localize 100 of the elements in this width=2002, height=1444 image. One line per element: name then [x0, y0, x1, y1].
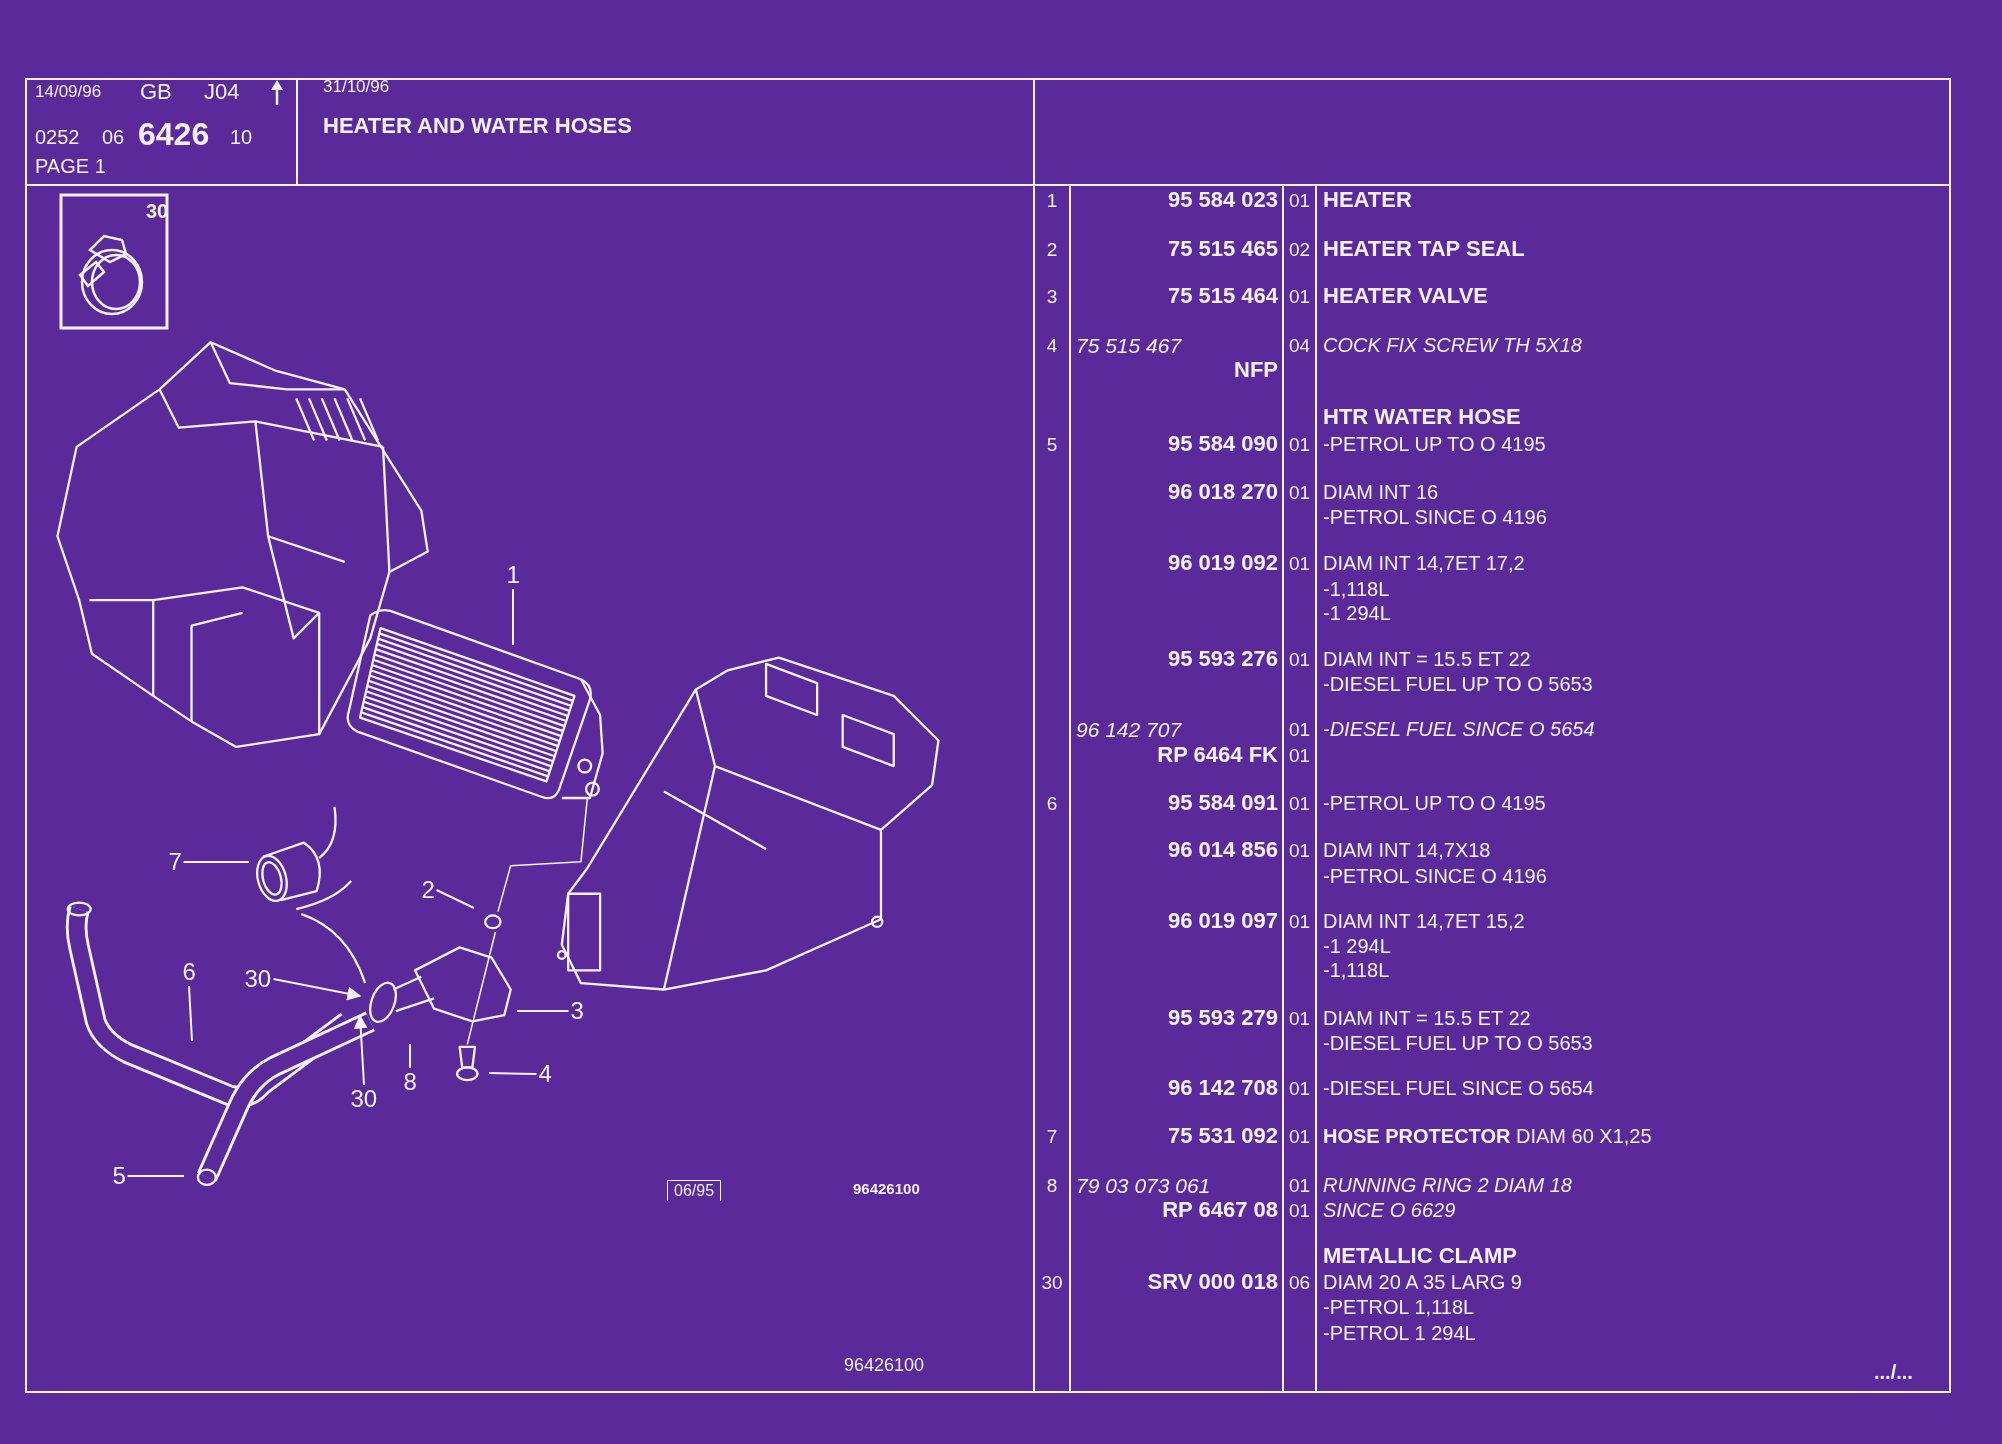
leader-line — [488, 1072, 538, 1075]
leader-line — [272, 978, 362, 1001]
part-number: 75 515 467 — [1076, 334, 1183, 356]
leader-line — [353, 1014, 368, 1086]
leader-line — [409, 1043, 411, 1069]
callout-number: 5 — [112, 1164, 126, 1188]
item-number: 8 — [1045, 1175, 1059, 1195]
part-description: -PETROL UP TO O 4195 — [1323, 434, 1547, 454]
part-description: -1,118L — [1323, 579, 1391, 599]
quantity: 01 — [1287, 434, 1312, 454]
quantity: 01 — [1287, 911, 1312, 931]
callout-number: 7 — [168, 850, 182, 874]
part-description: DIAM INT = 15.5 ET 22 — [1323, 1008, 1532, 1028]
page-title: HEATER AND WATER HOSES — [323, 115, 632, 137]
callout-number: 6 — [182, 960, 196, 984]
item-number: 30 — [1040, 1272, 1064, 1292]
callout-number: 30 — [244, 967, 272, 991]
part-number: 96 018 270 — [1166, 481, 1278, 503]
catalogue-code: 06 — [102, 127, 125, 147]
item-number: 2 — [1045, 239, 1059, 259]
catalogue-code: 0252 — [35, 127, 80, 147]
callout-number: 4 — [538, 1062, 552, 1086]
quantity: 01 — [1287, 1200, 1312, 1220]
part-description: HTR WATER HOSE — [1323, 406, 1522, 428]
leader-line — [435, 889, 475, 909]
quantity: 01 — [1287, 793, 1312, 813]
leader-line — [512, 588, 514, 646]
part-description: HEATER — [1323, 189, 1413, 211]
leader-line — [126, 1175, 185, 1177]
part-number: 95 584 090 — [1166, 433, 1278, 455]
issue-date: 14/09/96 — [35, 82, 102, 100]
part-number: 95 584 091 — [1166, 792, 1278, 814]
part-description: -PETROL SINCE O 4196 — [1323, 507, 1548, 527]
drawing-number: 96426100 — [844, 1356, 925, 1374]
part-number: 96 142 708 — [1166, 1077, 1278, 1099]
update-date: 31/10/96 — [323, 77, 390, 95]
language-code: GB — [140, 81, 172, 103]
quantity: 01 — [1287, 553, 1312, 573]
part-description: DIAM 20 A 35 LARG 9 — [1323, 1272, 1523, 1292]
callout-number: 1 — [506, 563, 520, 587]
part-number: 95 593 279 — [1166, 1007, 1278, 1029]
leader-line — [182, 861, 250, 863]
quantity: 01 — [1287, 840, 1312, 860]
part-description: -PETROL UP TO O 4195 — [1323, 793, 1547, 813]
quantity: 01 — [1287, 745, 1312, 765]
leader-line — [516, 1010, 570, 1012]
item-number: 5 — [1045, 434, 1059, 454]
part-number: 75 515 464 — [1166, 285, 1278, 307]
drawing-number: 96426100 — [853, 1180, 920, 1196]
leader-line — [188, 985, 193, 1042]
part-description: -DIESEL FUEL UP TO O 5653 — [1323, 1033, 1594, 1053]
part-description: HOSE PROTECTOR DIAM 60 X1,25 — [1323, 1126, 1653, 1146]
callout-number: 3 — [570, 999, 584, 1023]
continuation-mark: .../... — [1874, 1362, 1913, 1382]
part-number: SRV 000 018 — [1146, 1271, 1278, 1293]
part-description: -DIESEL FUEL SINCE O 5654 — [1323, 1078, 1595, 1098]
revision-date: 06/95 — [667, 1180, 722, 1201]
part-number: 96 142 707 — [1076, 718, 1183, 740]
part-number: 79 03 073 061 — [1076, 1174, 1212, 1196]
quantity: 01 — [1287, 719, 1312, 739]
item-number: 4 — [1045, 335, 1059, 355]
part-number: 75 515 465 — [1166, 238, 1278, 260]
part-description: DIAM INT 14,7ET 15,2 — [1323, 911, 1526, 931]
part-description: -DIESEL FUEL SINCE O 5654 — [1323, 719, 1596, 739]
plate-number: 6426 — [138, 118, 210, 150]
quantity: 01 — [1287, 1126, 1312, 1146]
catalogue-code: 10 — [230, 127, 253, 147]
part-description: -PETROL 1 294L — [1323, 1323, 1477, 1343]
part-number: NFP — [1233, 359, 1278, 381]
item-number: 7 — [1045, 1126, 1059, 1146]
item-number: 1 — [1045, 190, 1059, 210]
part-number: 96 019 092 — [1166, 552, 1278, 574]
quantity: 02 — [1287, 239, 1312, 259]
part-description: DIAM INT 14,7X18 — [1323, 840, 1492, 860]
part-number: 96 019 097 — [1166, 910, 1278, 932]
page-number: PAGE 1 — [35, 156, 106, 176]
part-description: -DIESEL FUEL UP TO O 5653 — [1323, 674, 1594, 694]
section-code: J04 — [204, 81, 240, 103]
quantity: 01 — [1287, 482, 1312, 502]
quantity: 01 — [1287, 649, 1312, 669]
part-description: -1 294L — [1323, 603, 1392, 623]
part-description: -1 294L — [1323, 936, 1392, 956]
part-description: -PETROL 1,118L — [1323, 1297, 1476, 1317]
part-description: DIAM INT = 15.5 ET 22 — [1323, 649, 1532, 669]
part-number: RP 6464 FK — [1156, 744, 1278, 766]
part-description: RUNNING RING 2 DIAM 18 — [1323, 1175, 1573, 1195]
quantity: 04 — [1287, 335, 1312, 355]
part-description: HEATER TAP SEAL — [1323, 238, 1526, 260]
part-description: METALLIC CLAMP — [1323, 1245, 1518, 1267]
part-number: 96 014 856 — [1166, 839, 1278, 861]
quantity: 01 — [1287, 190, 1312, 210]
callout-number: 2 — [421, 878, 435, 902]
part-description: -1,118L — [1323, 960, 1391, 980]
part-description: DIAM INT 14,7ET 17,2 — [1323, 553, 1526, 573]
quantity: 01 — [1287, 1008, 1312, 1028]
part-number: 75 531 092 — [1166, 1125, 1278, 1147]
part-number: 95 584 023 — [1166, 189, 1278, 211]
callout-number: 30 — [350, 1087, 378, 1111]
quantity: 01 — [1287, 1078, 1312, 1098]
quantity: 01 — [1287, 1175, 1312, 1195]
